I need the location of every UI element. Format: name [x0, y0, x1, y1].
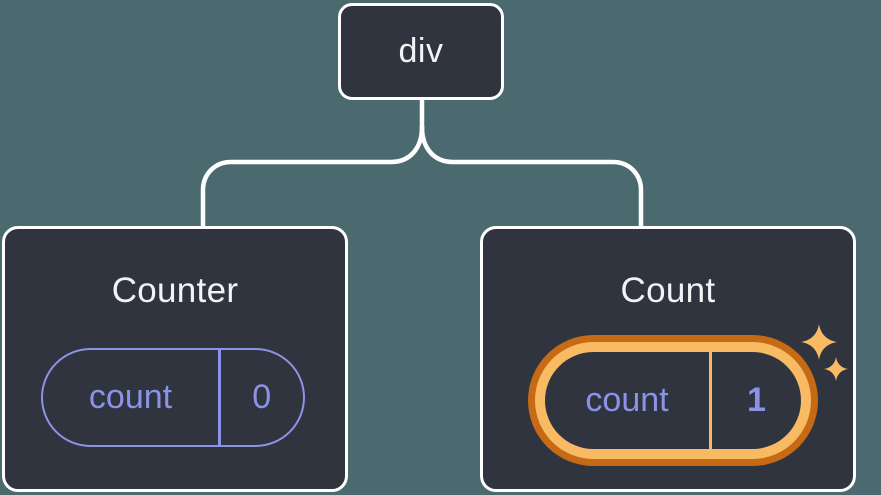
component-card-count: Count count 1 — [480, 226, 856, 492]
component-title: Counter — [111, 271, 239, 310]
highlight-ring: count 1 — [535, 342, 811, 459]
state-pill: count 0 — [41, 348, 305, 447]
state-pill-highlighted: count 1 — [528, 335, 818, 466]
pill-divider — [709, 352, 712, 449]
state-name-label: count — [88, 378, 173, 416]
state-pill: count 1 — [545, 352, 801, 449]
connector-left-branch — [200, 124, 425, 232]
state-value-label: 1 — [747, 381, 766, 419]
state-name-label: count — [585, 381, 669, 419]
node-div: div — [338, 3, 504, 100]
sparkle-icon — [824, 357, 848, 381]
pill-divider — [218, 350, 221, 445]
sparkle-icon — [801, 324, 837, 360]
state-value-label: 0 — [252, 378, 272, 416]
connector-right-branch — [419, 124, 644, 232]
node-div-label: div — [398, 32, 444, 70]
component-card-counter: Counter count 0 — [2, 226, 348, 492]
component-title: Count — [620, 271, 716, 310]
